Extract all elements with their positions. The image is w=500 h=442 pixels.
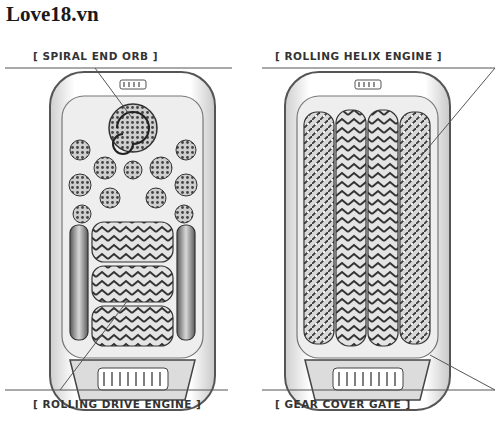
right-capsule <box>285 72 450 410</box>
left-capsule <box>50 72 215 410</box>
leader-lines <box>5 68 495 390</box>
part-name: [ SPIRAL END ORB ] <box>33 50 158 62</box>
part-name: [ GEAR COVER GATE ] <box>275 398 411 410</box>
part-name: [ ROLLING HELIX ENGINE ] <box>275 50 442 62</box>
watermark: Love18.vn <box>6 2 99 27</box>
part-name: [ ROLLING DRIVE ENGINE ] <box>33 398 201 410</box>
